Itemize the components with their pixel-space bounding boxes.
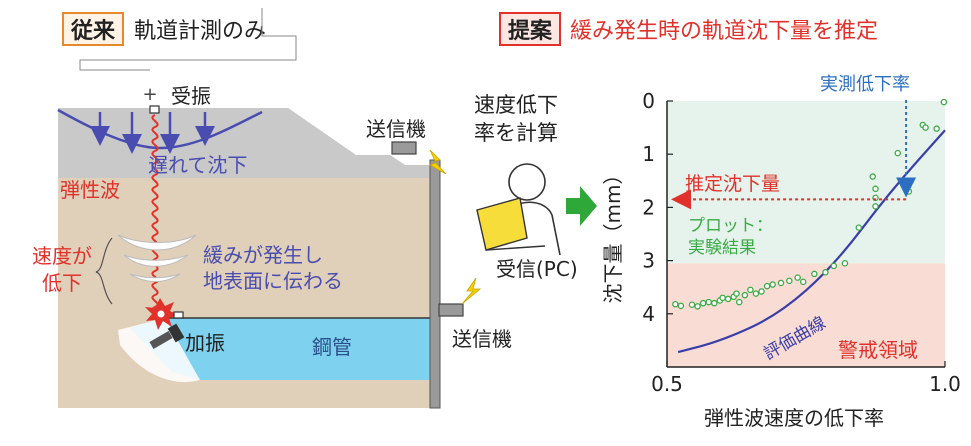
data-point	[872, 185, 879, 193]
data-point	[869, 173, 876, 180]
measured-rate-label: 実測低下率	[820, 74, 910, 95]
data-point	[841, 260, 849, 267]
excitation-received-label: 受振	[171, 84, 211, 108]
data-point	[694, 303, 701, 310]
receiver-pc-label: 受信(PC)	[496, 257, 578, 281]
vibrate-label: 加振	[185, 331, 225, 355]
proposed-tag: 提案	[508, 18, 553, 44]
green-arrow-icon	[566, 186, 597, 226]
bottom-transmitter-label: 送信機	[452, 327, 512, 351]
y-tick-label: 0	[642, 89, 655, 113]
data-point	[794, 274, 801, 281]
conventional-tag: 従来	[70, 18, 116, 44]
data-point	[799, 278, 807, 286]
elastic-wave	[151, 114, 159, 320]
settlement-chart: 0 1 2 3 4 0.5 1.0 弾性波速度の低下率 沈下量（mm） 実測低下率推定沈下量プロッ…	[601, 74, 961, 430]
ground-section	[58, 108, 441, 409]
bottom-lightning-icon	[461, 277, 482, 305]
data-point	[922, 124, 929, 131]
proposed-tag-box	[499, 12, 561, 46]
proposed-header: 提案 緩み発生時の軌道沈下量を推定	[499, 12, 878, 46]
data-point	[811, 270, 818, 278]
data-point	[677, 302, 685, 310]
estimated-settlement-label: 推定沈下量	[685, 173, 780, 195]
loosening-waves	[117, 234, 197, 282]
x-tick-label: 0.5	[651, 372, 683, 396]
top-transmitter-box	[391, 141, 417, 155]
conventional-text: 軌道計測のみ	[134, 19, 266, 44]
data-point	[688, 301, 696, 309]
data-point	[724, 295, 732, 303]
evaluation-curve	[677, 129, 946, 354]
plot-label-2: 実験結果	[688, 238, 756, 258]
data-point	[758, 288, 765, 295]
y-tick-label: 2	[642, 195, 655, 219]
loosening-label-2: 地表面に伝わる	[203, 269, 343, 293]
data-point	[769, 281, 776, 288]
settlement-indicator	[57, 108, 263, 154]
delayed-settlement-label: 遅れて沈下	[148, 153, 247, 177]
data-point	[872, 203, 879, 210]
calc-label-2: 率を計算	[474, 121, 558, 145]
warning-zone-label: 警戒領域	[838, 338, 918, 362]
data-point	[777, 279, 785, 287]
speed-drop-brace	[95, 237, 113, 305]
speed-drop-label-2: 低下	[42, 271, 82, 295]
hammer-icon	[149, 323, 185, 349]
data-point	[752, 290, 760, 297]
data-point	[855, 224, 863, 231]
x-axis-label: 弾性波速度の低下率	[704, 406, 884, 430]
steel-post	[429, 159, 441, 409]
data-point	[822, 269, 829, 276]
data-point	[672, 300, 679, 308]
data-point	[699, 299, 707, 307]
receiver-sensor	[149, 105, 160, 114]
y-tick-label: 3	[642, 249, 655, 273]
steel-pipe-label: 鋼管	[312, 335, 352, 359]
data-point	[733, 290, 740, 297]
bottom-transmitter-box	[438, 303, 464, 317]
data-point	[763, 282, 771, 290]
y-tick-label: 1	[642, 142, 655, 166]
data-point	[933, 125, 940, 132]
data-point	[905, 188, 913, 195]
steel-pipe-area	[130, 318, 440, 380]
data-point	[894, 149, 901, 157]
elastic-wave-label: 弾性波	[60, 178, 120, 202]
speed-drop-label-1: 速度が	[32, 244, 92, 268]
laptop-icon	[476, 197, 546, 251]
data-point	[940, 98, 948, 106]
data-point	[741, 291, 749, 299]
conventional-tag-box	[62, 12, 124, 46]
data-point	[719, 294, 726, 302]
ballast-layer	[58, 108, 440, 178]
y-axis-label: 沈下量（mm）	[601, 165, 625, 304]
calc-label-1: 速度低下	[474, 93, 558, 117]
top-transmitter-label: 送信機	[366, 117, 426, 141]
proposed-text: 緩み発生時の軌道沈下量を推定	[570, 19, 878, 44]
x-tick-label: 1.0	[929, 372, 961, 396]
bore-hole	[118, 318, 200, 383]
impact-core	[157, 310, 165, 318]
conventional-header: 従来 軌道計測のみ	[62, 8, 297, 71]
transmitter-sensor	[173, 311, 184, 319]
data-point	[830, 262, 838, 270]
data-point	[736, 298, 743, 306]
data-point	[711, 299, 718, 307]
plot-label-1: プロット：	[688, 216, 773, 236]
top-lightning-icon	[429, 149, 447, 175]
data-point	[747, 286, 754, 294]
loosening-label-1: 緩みが発生し	[203, 243, 323, 267]
data-point	[786, 277, 793, 285]
data-point	[705, 298, 712, 306]
y-tick-label: 4	[642, 302, 655, 326]
plus-sign: +	[142, 84, 157, 105]
